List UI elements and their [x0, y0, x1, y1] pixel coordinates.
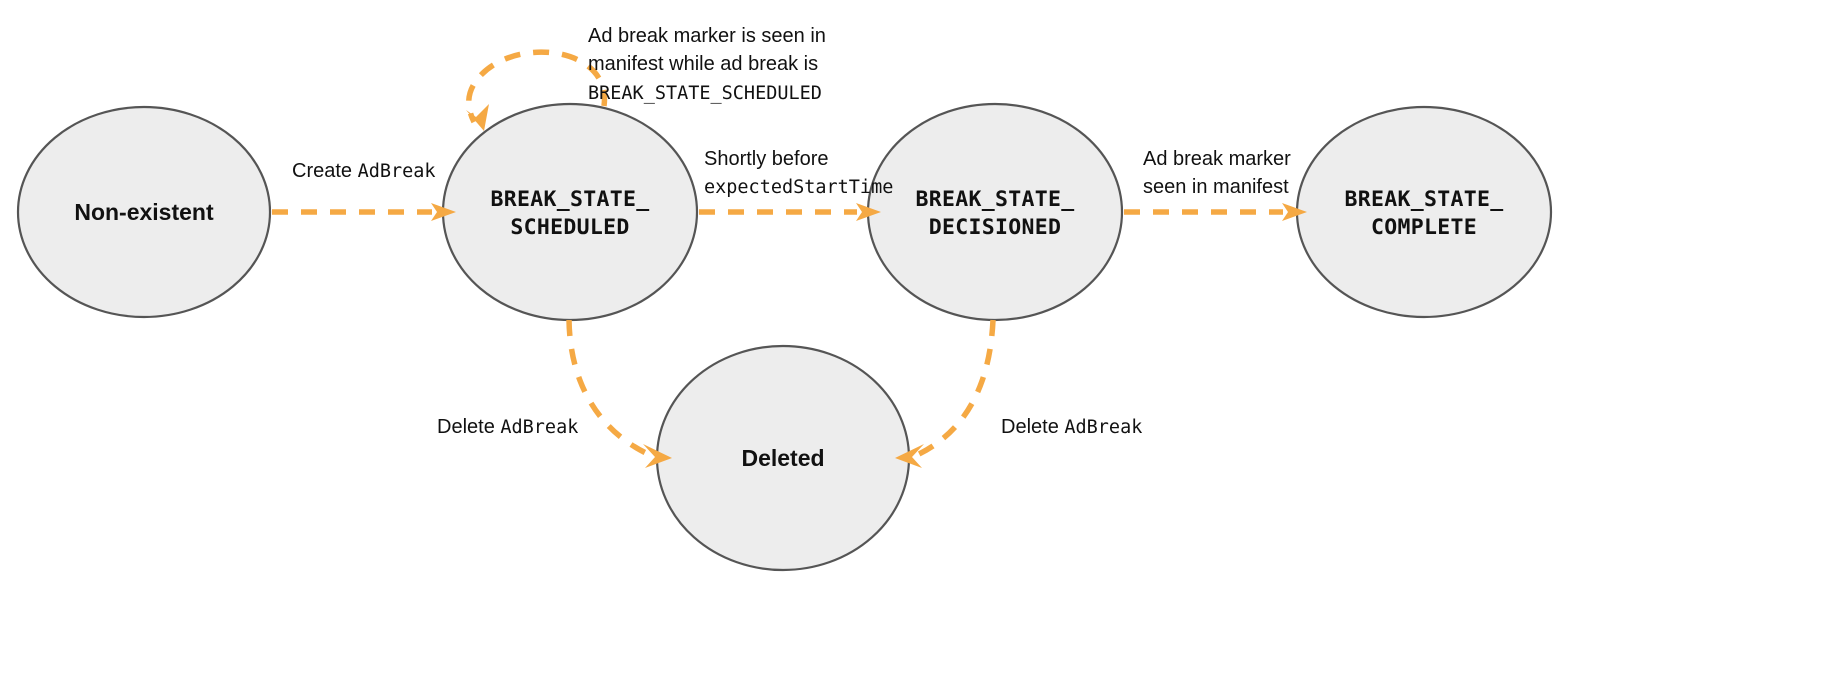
node-non-existent[interactable]: [16, 105, 272, 319]
node-deleted[interactable]: [655, 344, 911, 572]
edge-create-adbreak: [272, 203, 456, 221]
edge-marker-seen-complete: [1124, 203, 1307, 221]
edge-marker-seen-self-loop: [466, 49, 608, 131]
edge-delete-from-scheduled: [566, 319, 672, 468]
node-break-state-scheduled[interactable]: [441, 102, 699, 322]
edge-delete-from-decisioned: [895, 319, 996, 468]
edge-shortly-before: [699, 203, 881, 221]
node-break-state-decisioned[interactable]: [866, 102, 1124, 322]
node-break-state-complete[interactable]: [1295, 105, 1553, 319]
